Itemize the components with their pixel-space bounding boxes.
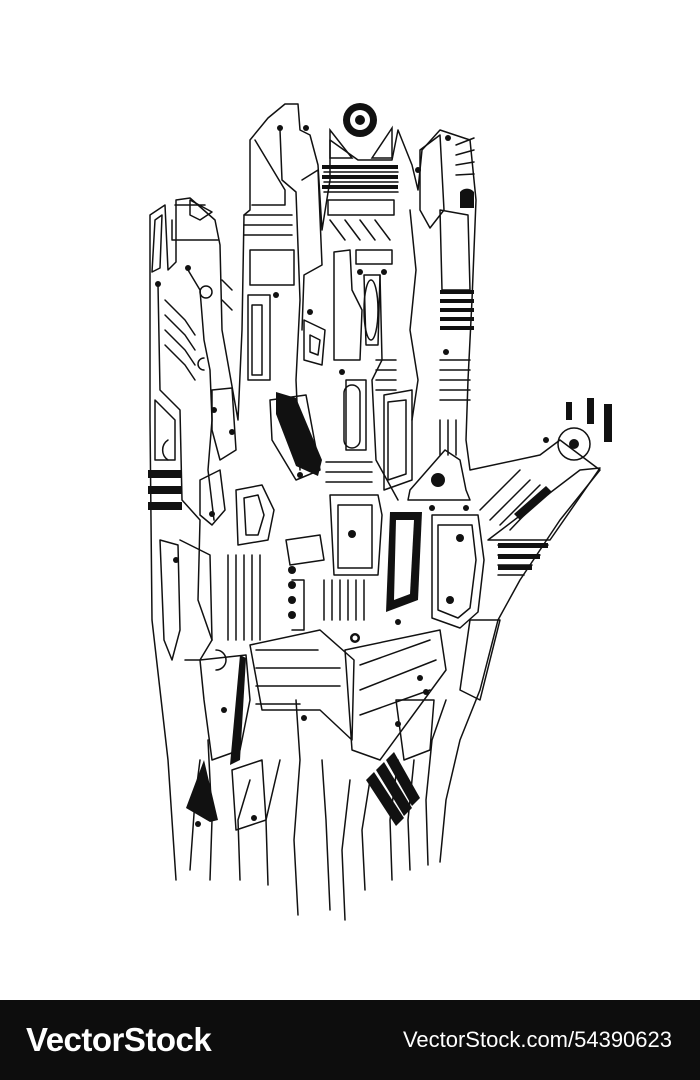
circuit-hand-illustration [148, 103, 612, 921]
watermark-footer: VectorStock VectorStock.com/54390623 [0, 1000, 700, 1080]
hand-outline-lines [149, 103, 601, 921]
stock-image-id: VectorStock.com/54390623 [402, 1027, 672, 1052]
brand-logo-text: VectorStock [26, 1021, 212, 1058]
hand-solid-blocks [148, 103, 612, 827]
